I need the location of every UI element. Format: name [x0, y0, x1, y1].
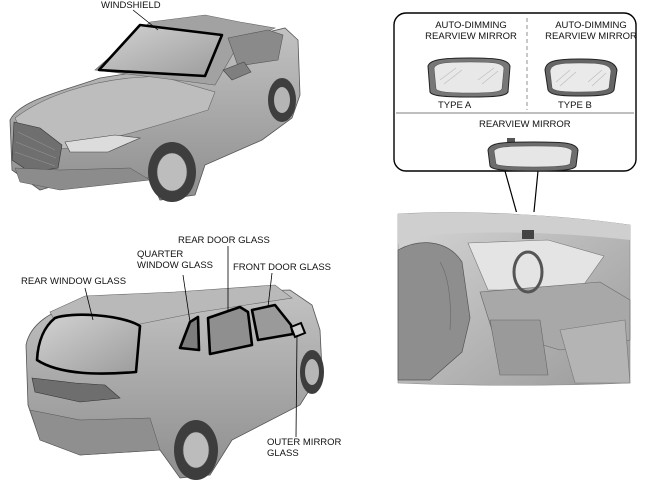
- outer-mirror-glass-label: OUTER MIRROR GLASS: [267, 437, 341, 459]
- type-a-mirror: [427, 57, 511, 98]
- outer-mirror-glass: [289, 321, 307, 339]
- rear-window-glass: [35, 313, 142, 375]
- quarter-window-glass: [178, 315, 201, 352]
- auto-dimming-a-label: AUTO-DIMMING REARVIEW MIRROR: [420, 20, 522, 42]
- windshield-label: WINDSHIELD: [101, 0, 161, 11]
- outer-mirror-line2: GLASS: [267, 448, 299, 459]
- rear-car-illustration: [25, 284, 324, 480]
- rear-door-glass: [206, 305, 254, 356]
- auto-dimming-a-line2: REARVIEW MIRROR: [425, 31, 517, 42]
- auto-dimming-b-line2: REARVIEW MIRROR: [545, 31, 637, 42]
- quarter-line1: QUARTER: [137, 249, 184, 260]
- outer-mirror-line1: OUTER MIRROR: [267, 437, 342, 448]
- interior-illustration: [397, 212, 631, 386]
- quarter-line2: WINDOW GLASS: [137, 260, 214, 271]
- rear-window-glass-label: REAR WINDOW GLASS: [21, 276, 127, 287]
- quarter-window-glass-label: QUARTER WINDOW GLASS: [137, 249, 213, 271]
- front-car-illustration: [9, 14, 301, 202]
- rear-door-glass-label: REAR DOOR GLASS: [178, 235, 270, 246]
- windshield-glass: [97, 23, 224, 78]
- leader-lines: [84, 9, 298, 438]
- type-b-mirror: [544, 58, 618, 97]
- auto-dimming-a-line1: AUTO-DIMMING: [435, 20, 507, 31]
- type-a-label: TYPE A: [438, 100, 472, 111]
- rearview-mirror-label: REARVIEW MIRROR: [479, 119, 571, 130]
- front-door-glass-label: FRONT DOOR GLASS: [233, 262, 332, 273]
- type-b-label: TYPE B: [558, 100, 592, 111]
- mirror-callout-box: [393, 12, 637, 233]
- auto-dimming-b-line1: AUTO-DIMMING: [555, 20, 627, 31]
- auto-dimming-b-label: AUTO-DIMMING REARVIEW MIRROR: [540, 20, 642, 42]
- rearview-mirror: [487, 138, 579, 172]
